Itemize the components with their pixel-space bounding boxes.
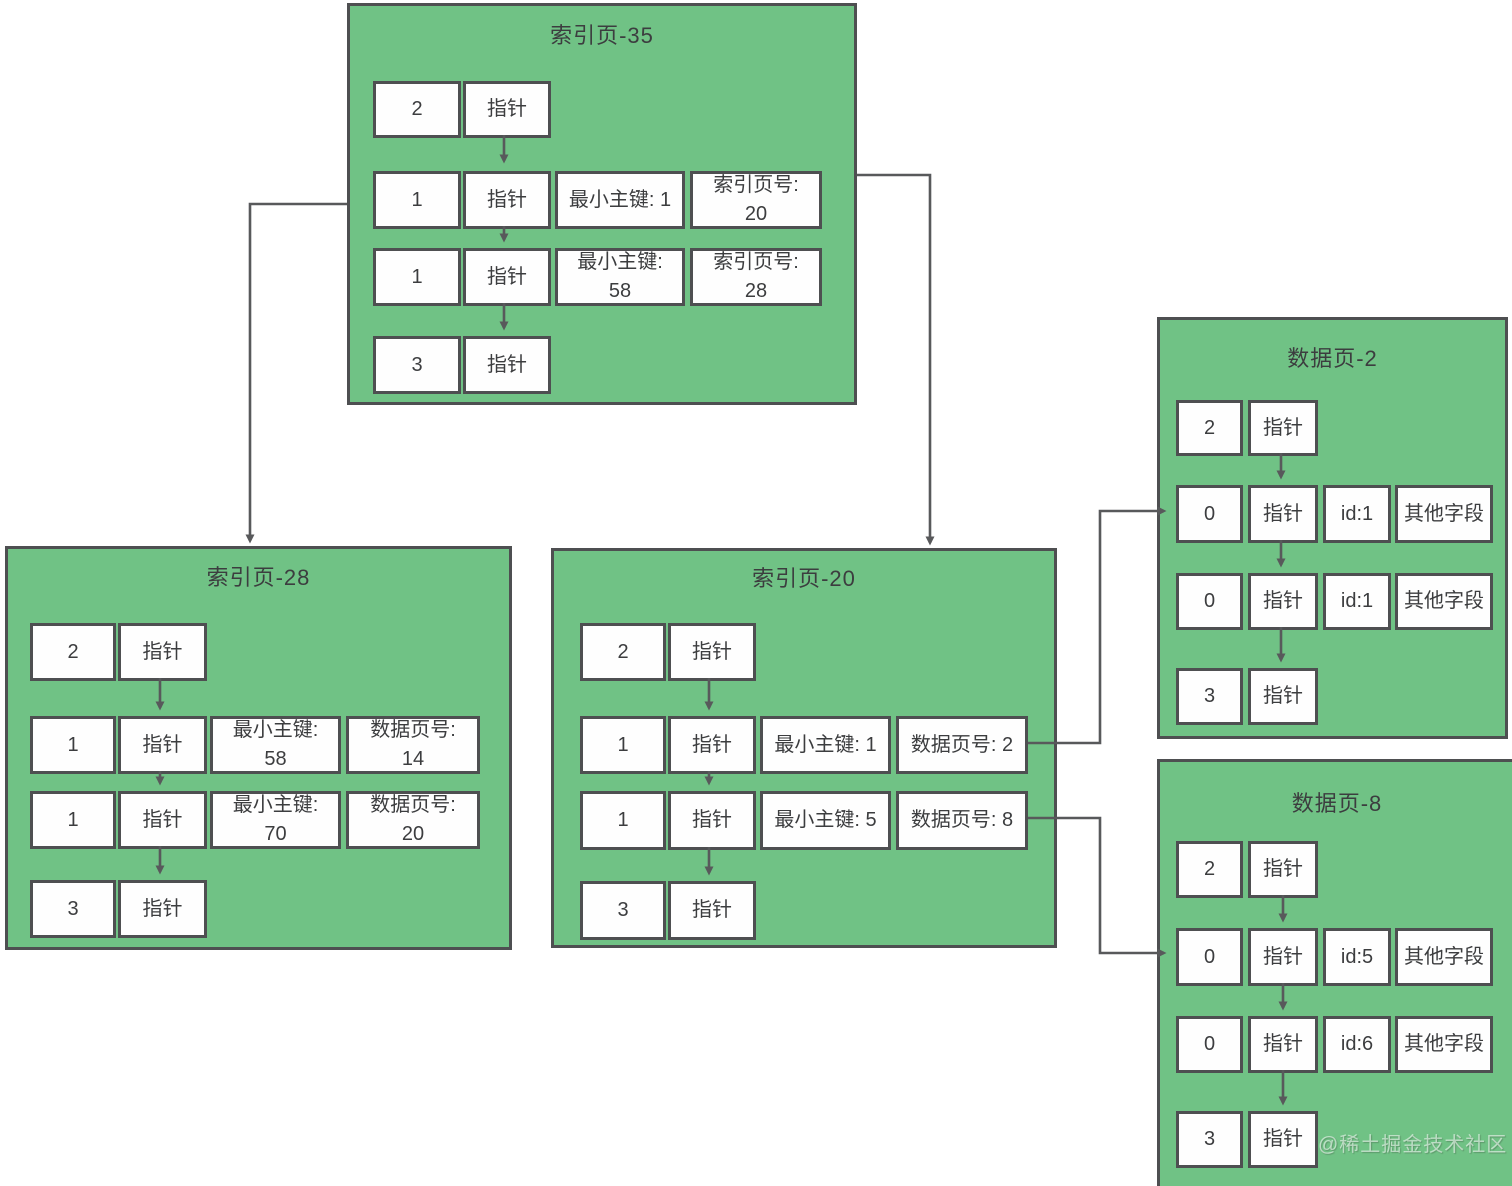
cell-data-page-2-r3-c2: 指针 [1248,573,1318,630]
cell-index-page-28-r3-c3: 最小主键: 70 [210,791,341,849]
cell-index-page-35-r2-c4: 索引页号: 20 [690,171,822,229]
cell-data-page-2-r4-c2: 指针 [1248,668,1318,725]
cell-index-page-20-r2-c1: 1 [580,716,666,774]
cell-data-page-2-r3-c1: 0 [1176,573,1243,630]
cell-index-page-28-r2-c2: 指针 [118,716,207,774]
cell-index-page-35-r2-c2: 指针 [463,171,551,229]
cell-index-page-28-r4-c1: 3 [30,880,116,938]
cell-data-page-2-r4-c1: 3 [1176,668,1243,725]
cell-index-page-35-r1-c1: 2 [373,81,461,138]
cell-index-page-20-r1-c1: 2 [580,623,666,681]
cell-index-page-28-r1-c1: 2 [30,623,116,681]
cell-data-page-2-r2-c3: id:1 [1323,485,1391,543]
cell-index-page-35-r3-c1: 1 [373,248,461,306]
cell-data-page-2-r2-c4: 其他字段 [1395,485,1493,543]
cell-index-page-20-r3-c3: 最小主键: 5 [760,791,891,850]
cell-index-page-28-r1-c2: 指针 [118,623,207,681]
index-page-28-title: 索引页-28 [206,565,311,590]
cell-index-page-20-r3-c2: 指针 [668,791,756,850]
cell-data-page-8-r3-c4: 其他字段 [1395,1016,1493,1073]
data-page-2-title: 数据页-2 [1287,346,1378,371]
index-page-35-title: 索引页-35 [550,23,654,48]
cell-index-page-35-r3-c4: 索引页号: 28 [690,248,822,306]
cell-index-page-20-r4-c1: 3 [580,881,666,940]
cell-index-page-35-r3-c2: 指针 [463,248,551,306]
cell-index-page-28-r2-c1: 1 [30,716,116,774]
data-page-8-title: 数据页-8 [1291,791,1383,816]
cell-index-page-28-r4-c2: 指针 [118,880,207,938]
cell-data-page-2-r3-c3: id:1 [1323,573,1391,630]
cell-index-page-20-r3-c4: 数据页号: 8 [896,791,1028,850]
cell-data-page-8-r3-c2: 指针 [1248,1016,1318,1073]
cell-index-page-28-r2-c3: 最小主键: 58 [210,716,341,774]
cell-index-page-20-r1-c2: 指针 [668,623,756,681]
cell-index-page-20-r2-c2: 指针 [668,716,756,774]
cell-data-page-8-r2-c1: 0 [1176,928,1243,986]
cell-index-page-20-r2-c3: 最小主键: 1 [760,716,891,774]
cell-data-page-8-r2-c3: id:5 [1323,928,1391,986]
cell-index-page-35-r2-c3: 最小主键: 1 [555,171,685,229]
cell-index-page-28-r3-c1: 1 [30,791,116,849]
cell-index-page-35-r3-c3: 最小主键: 58 [555,248,685,306]
cell-index-page-20-r4-c2: 指针 [668,881,756,940]
index-page-20-title: 索引页-20 [752,566,856,591]
cell-index-page-35-r2-c1: 1 [373,171,461,229]
cell-data-page-2-r2-c1: 0 [1176,485,1243,543]
cell-data-page-8-r4-c2: 指针 [1248,1111,1318,1168]
connector-ip35-to-ip28 [245,202,347,544]
cell-data-page-8-r3-c1: 0 [1176,1016,1243,1073]
cell-index-page-35-r4-c1: 3 [373,336,461,394]
cell-data-page-2-r2-c2: 指针 [1248,485,1318,543]
cell-index-page-20-r2-c4: 数据页号: 2 [896,716,1028,774]
cell-data-page-2-r1-c2: 指针 [1248,400,1318,456]
cell-index-page-28-r3-c4: 数据页号: 20 [346,791,480,849]
cell-data-page-8-r3-c3: id:6 [1323,1016,1391,1073]
cell-data-page-8-r2-c4: 其他字段 [1395,928,1493,986]
cell-index-page-35-r4-c2: 指针 [463,336,551,394]
cell-index-page-35-r1-c2: 指针 [463,81,551,138]
cell-data-page-2-r1-c1: 2 [1176,400,1243,456]
cell-data-page-2-r3-c4: 其他字段 [1395,573,1493,630]
cell-data-page-8-r2-c2: 指针 [1248,928,1318,986]
cell-index-page-28-r3-c2: 指针 [118,791,207,849]
cell-data-page-8-r4-c1: 3 [1176,1111,1243,1168]
cell-data-page-8-r1-c2: 指针 [1248,841,1318,898]
connector-ip35-to-ip20 [857,173,935,546]
cell-index-page-20-r3-c1: 1 [580,791,666,850]
cell-data-page-8-r1-c1: 2 [1176,841,1243,898]
cell-index-page-28-r2-c4: 数据页号: 14 [346,716,480,774]
juejin-watermark: @稀土掘金技术社区 [1318,1134,1508,1156]
